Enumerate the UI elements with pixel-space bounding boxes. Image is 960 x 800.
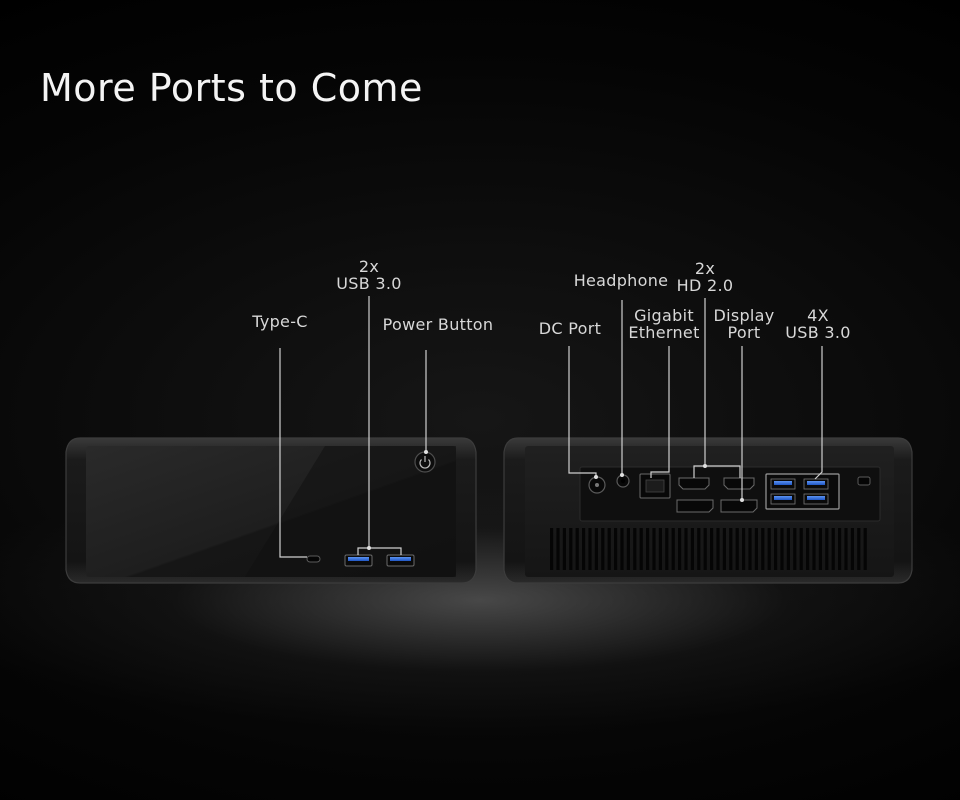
displayport-1 xyxy=(676,499,714,513)
vent-slat xyxy=(703,528,707,570)
page-title: More Ports to Come xyxy=(40,66,423,110)
vent-slat xyxy=(754,528,758,570)
vent-slat xyxy=(620,528,624,570)
vent-slat xyxy=(678,528,682,570)
vent-slat xyxy=(550,528,554,570)
vent-slat xyxy=(793,528,797,570)
vent-slat xyxy=(697,528,701,570)
vent-slat xyxy=(844,528,848,570)
vent-slat xyxy=(799,528,803,570)
hdmi-label: 2x HD 2.0 xyxy=(676,259,734,295)
rear-usb-label: 4X USB 3.0 xyxy=(785,306,851,342)
type-c-label: Type-C xyxy=(252,312,308,331)
vent-slat xyxy=(780,528,784,570)
vent-slat xyxy=(607,528,611,570)
hdmi-port-1 xyxy=(678,477,710,490)
vent-slat xyxy=(646,528,650,570)
vent-slat xyxy=(825,528,829,570)
vent-slat xyxy=(735,528,739,570)
vent-slat xyxy=(588,528,592,570)
vent-slat xyxy=(857,528,861,570)
vent-slat xyxy=(806,528,810,570)
ethernet-label: Gigabit Ethernet xyxy=(628,306,700,342)
ethernet-port xyxy=(639,473,671,499)
vent-slat xyxy=(569,528,573,570)
front-usb-label: 2x USB 3.0 xyxy=(336,257,402,293)
vent-slat xyxy=(594,528,598,570)
dc-port xyxy=(588,476,606,494)
vent-slat xyxy=(582,528,586,570)
callout-lines xyxy=(279,296,823,558)
vent-slat xyxy=(863,528,867,570)
vent-slat xyxy=(710,528,714,570)
vent-slat xyxy=(774,528,778,570)
callout-dots xyxy=(367,450,744,550)
dc-port-label: DC Port xyxy=(538,319,602,338)
vent-slat xyxy=(748,528,752,570)
displayport-2 xyxy=(720,499,758,513)
vent-slat xyxy=(665,528,669,570)
vent-slat xyxy=(818,528,822,570)
vent-slat xyxy=(556,528,560,570)
vent-slat xyxy=(684,528,688,570)
front-unit xyxy=(65,437,477,584)
vent-slat xyxy=(690,528,694,570)
headphone-jack xyxy=(616,474,630,488)
vent-slat xyxy=(562,528,566,570)
vent-slat xyxy=(761,528,765,570)
vent-slat xyxy=(722,528,726,570)
vent-slat xyxy=(767,528,771,570)
lock-slot xyxy=(857,476,871,486)
rear-usb-block xyxy=(765,473,840,510)
vent-slat xyxy=(639,528,643,570)
vent-slat xyxy=(575,528,579,570)
vent-grille xyxy=(550,528,867,570)
vent-slat xyxy=(614,528,618,570)
vent-slat xyxy=(812,528,816,570)
vent-slat xyxy=(652,528,656,570)
vent-slat xyxy=(601,528,605,570)
vent-slat xyxy=(742,528,746,570)
vent-slat xyxy=(658,528,662,570)
front-usb-port-1 xyxy=(344,554,373,567)
power-button xyxy=(414,451,436,473)
headphone-label: Headphone xyxy=(573,271,669,290)
power-button-label: Power Button xyxy=(382,315,494,334)
vent-slat xyxy=(786,528,790,570)
hdmi-port-2 xyxy=(723,477,755,490)
vent-slat xyxy=(838,528,842,570)
vent-slat xyxy=(626,528,630,570)
vent-slat xyxy=(716,528,720,570)
vent-slat xyxy=(633,528,637,570)
vent-slat xyxy=(671,528,675,570)
type-c-port xyxy=(306,555,321,563)
rear-unit xyxy=(503,437,913,584)
displayport-label: Display Port xyxy=(713,306,775,342)
vent-slat xyxy=(850,528,854,570)
front-usb-port-2 xyxy=(386,554,415,567)
vent-slat xyxy=(831,528,835,570)
vent-slat xyxy=(729,528,733,570)
